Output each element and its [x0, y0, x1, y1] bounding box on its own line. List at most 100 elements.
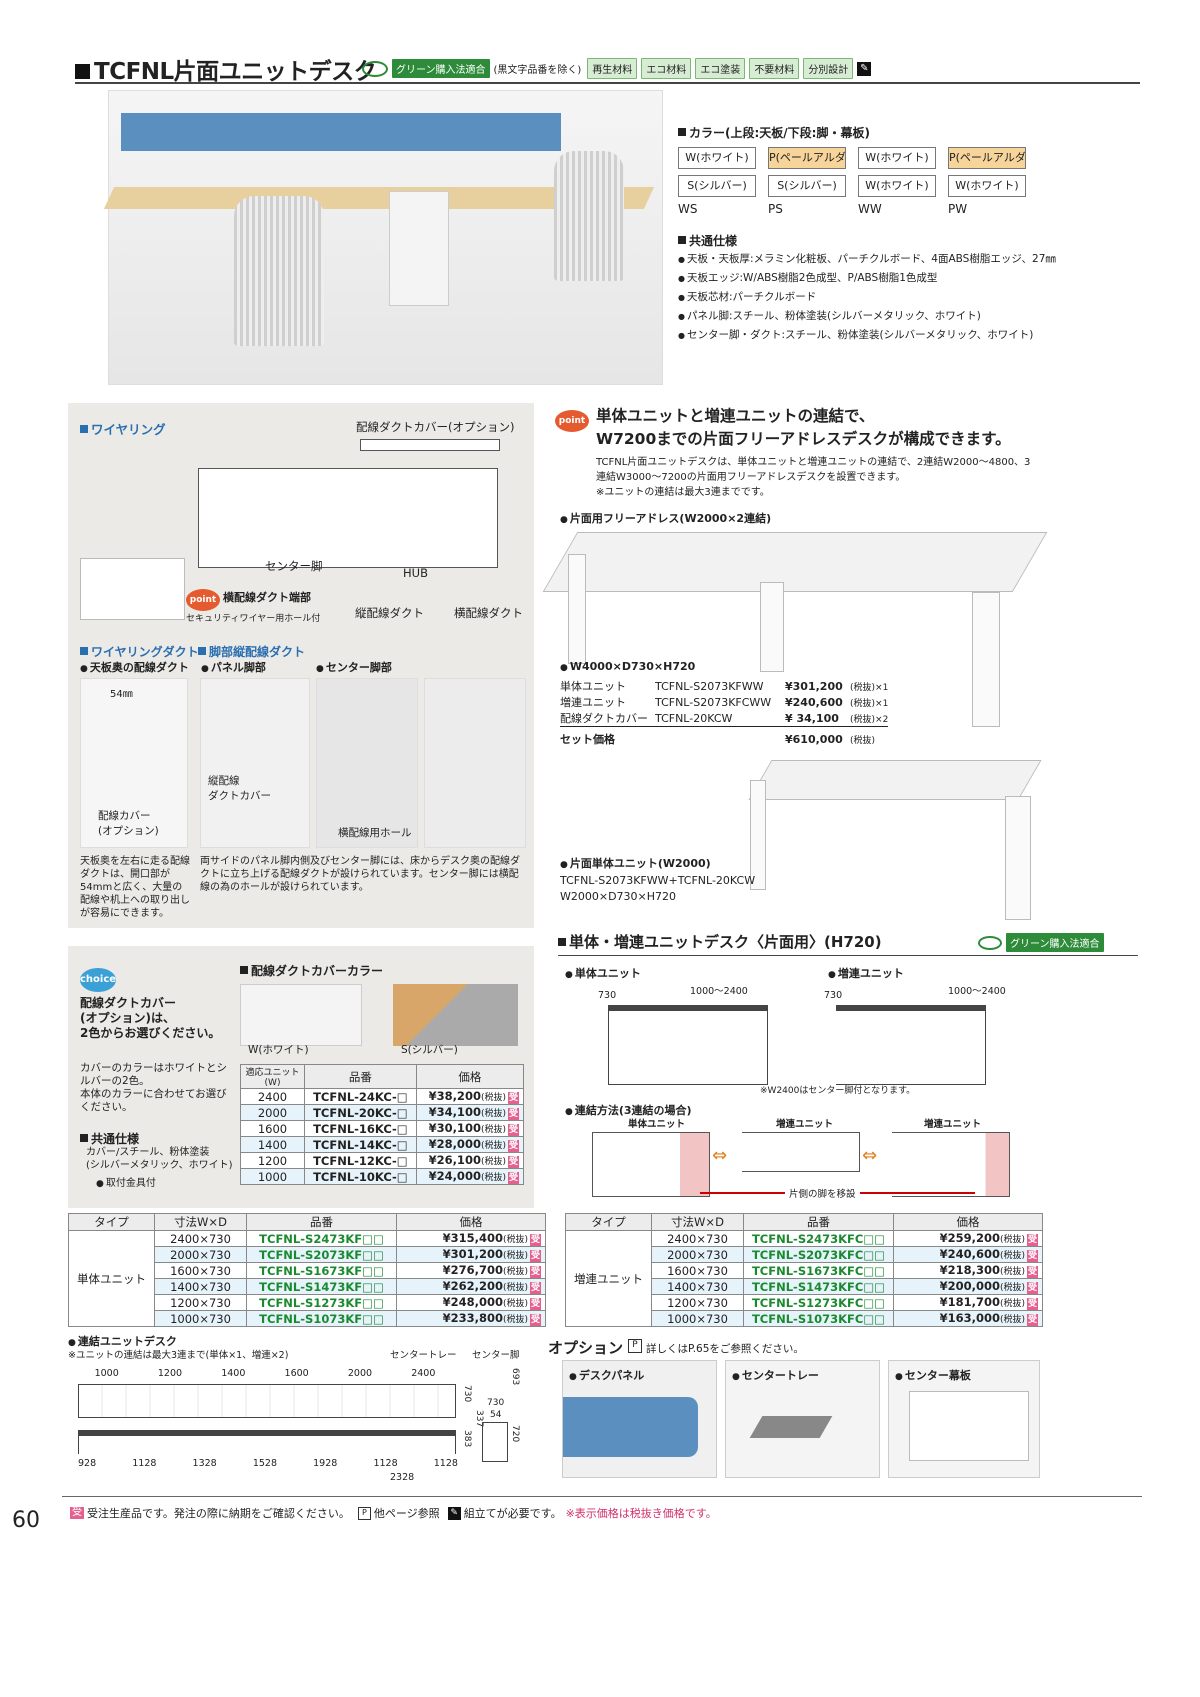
option-card: デスクパネル [562, 1360, 717, 1478]
note-2400: ※W2400はセンター脚付となります。 [760, 1086, 916, 1096]
cell: TCFNL-S2473KFC□□ [743, 1230, 894, 1247]
footer-text: 組立てが必要です。 [463, 1507, 562, 1520]
cell: TCFNL-S2473KF□□ [246, 1230, 397, 1247]
cover-desc: カバーのカラーはホワイトとシルバーの2色。 本体のカラーに合わせてお選びください… [80, 1062, 227, 1113]
cell: 1000×730 [154, 1310, 247, 1327]
unit-add-label: 増連ユニット [828, 965, 904, 981]
tax: (税抜) [480, 1125, 506, 1135]
option-card: センター幕板 [888, 1360, 1040, 1478]
cover-label: 配線カバー (オプション) [98, 810, 159, 837]
linked-elevation-drawing [78, 1430, 456, 1454]
security-photo [80, 558, 185, 620]
sub3: センター脚部 [316, 659, 392, 675]
conn-add1: 増連ユニット [776, 1119, 834, 1130]
leg-label: センター脚 [472, 1350, 520, 1361]
type-cell: 増連ユニット [565, 1230, 652, 1327]
uke-badge: 受 [1026, 1266, 1038, 1278]
set-code: TCFNL-S2073KFWW [655, 679, 764, 693]
eco-tag: エコ材料 [641, 58, 692, 79]
th: 品番 [246, 1213, 397, 1231]
cell: ¥24,000 [428, 1169, 481, 1183]
cover-s-label: S(シルバー) [401, 1044, 458, 1056]
set-tax: (税抜)×2 [850, 714, 889, 725]
uke-badge: 受 [507, 1172, 519, 1184]
cover-opt-label: 配線ダクトカバー(オプション) [356, 420, 515, 434]
mm54-label: 54㎜ [110, 689, 133, 700]
dim-range: 1000～2400 [690, 986, 748, 997]
tax: (税抜) [480, 1109, 506, 1119]
th: 適応ユニット(W) [240, 1064, 305, 1089]
cell: TCFNL-S1473KF□□ [246, 1278, 397, 1295]
horiz-hole-label: 横配線用ホール [338, 827, 412, 839]
footer-text: 他ページ参照 [373, 1507, 440, 1520]
desk-panel-swatch [563, 1397, 698, 1457]
cell: 1600×730 [651, 1262, 744, 1279]
option-label: センター幕板 [895, 1367, 971, 1383]
tax: (税抜) [999, 1267, 1025, 1277]
sub1: 天板奥の配線ダクト [80, 659, 189, 675]
page-ref-icon: P [628, 1339, 642, 1353]
common-spec-title: 共通仕様 [678, 232, 737, 249]
duct-title: ワイヤリングダクト [80, 643, 199, 660]
option-label: センタートレー [732, 1367, 819, 1383]
uke-badge: 受 [529, 1314, 541, 1326]
dim: 2400 [411, 1368, 436, 1379]
cell: 1600 [240, 1120, 305, 1137]
cell: TCFNL-S1473KFC□□ [743, 1278, 894, 1295]
dim: 1600 [284, 1368, 309, 1379]
cell: ¥259,200 [939, 1231, 1000, 1245]
tax: (税抜) [480, 1093, 506, 1103]
center-leg-photo [316, 678, 418, 848]
color-bottom: W(ホワイト) [858, 175, 936, 197]
tax: (税抜) [502, 1299, 528, 1309]
page-title: TCFNL片面ユニットデスク [75, 52, 377, 86]
uke-badge: 受 [1026, 1250, 1038, 1262]
dim-730: 730 [824, 990, 843, 1001]
arrow-icon: ⇔ [712, 1145, 728, 1166]
cell: ¥200,000 [939, 1279, 1000, 1293]
cell: ¥301,200 [442, 1247, 503, 1261]
side-dim: 730 [462, 1385, 472, 1403]
uke-badge: 受 [1026, 1234, 1038, 1246]
single-size: W2000×D730×H720 [560, 890, 677, 903]
cell: ¥34,100 [428, 1105, 481, 1119]
leg-title: 脚部縦配線ダクト [198, 643, 305, 660]
th: 品番 [304, 1064, 417, 1089]
headline2: W7200までの片面フリーアドレスデスクが構成できます。 [596, 430, 1011, 448]
side-dim: 693 [510, 1368, 520, 1386]
tray-swatch [749, 1416, 833, 1438]
side-view-drawing [482, 1422, 508, 1462]
dim: 1200 [157, 1368, 183, 1379]
tax: (税抜) [999, 1299, 1025, 1309]
cover-white-photo [240, 984, 362, 1046]
set-price: ¥ 34,100 [785, 711, 839, 725]
color-top: W(ホワイト) [678, 147, 756, 169]
color-top: W(ホワイト) [858, 147, 936, 169]
cell: ¥240,600 [939, 1247, 1000, 1261]
cell: TCFNL-24KC-□ [304, 1088, 417, 1105]
cell: TCFNL-10KC-□ [304, 1168, 417, 1185]
assembly-icon: ✎ [447, 1506, 461, 1520]
single-code: TCFNL-S2073KFWW+TCFNL-20KCW [560, 874, 756, 887]
headline1: 単体ユニットと増連ユニットの連結で、 [596, 407, 875, 425]
uke-badge: 受 [1026, 1282, 1038, 1294]
spec-item: 天板・天板厚:メラミン化粧板、パーチクルボード、4面ABS樹脂エッジ、27㎜ [678, 250, 1088, 269]
set-total-tax: (税抜) [850, 735, 876, 746]
color-title: カラー(上段:天板/下段:脚・幕板) [678, 124, 870, 141]
set-total: ¥610,000 [785, 732, 843, 746]
type-cell: 単体ユニット [68, 1230, 155, 1327]
set-tax: (税抜)×1 [850, 698, 889, 709]
cell: ¥26,100 [428, 1153, 481, 1167]
conn-single: 単体ユニット [628, 1119, 686, 1130]
add-unit-drawing [836, 1005, 986, 1085]
cell: 2000×730 [651, 1246, 744, 1263]
cell: TCFNL-S1073KFC□□ [743, 1310, 894, 1327]
